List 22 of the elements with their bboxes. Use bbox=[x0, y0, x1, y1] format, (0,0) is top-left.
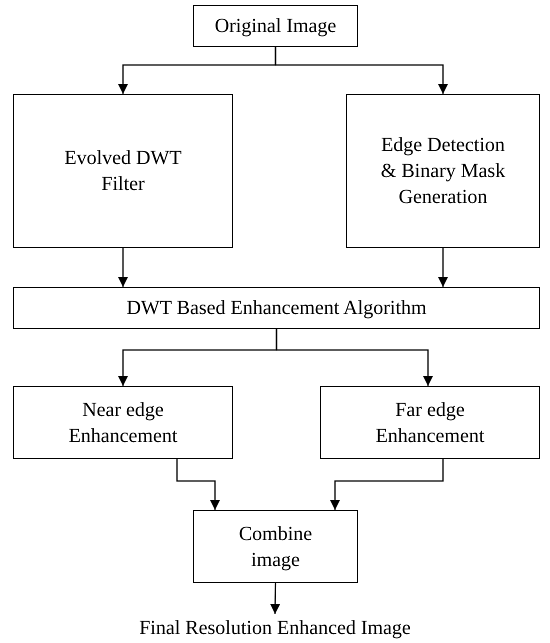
box-label: Edge Detection & Binary Mask Generation bbox=[380, 133, 506, 210]
arrow bbox=[270, 582, 280, 614]
box-label: DWT Based Enhancement Algorithm bbox=[126, 296, 427, 321]
box-label: Near edge Enhancement bbox=[68, 398, 178, 448]
box-label: Combine image bbox=[238, 522, 314, 572]
box-label: Original Image bbox=[214, 14, 336, 39]
output-label: Final Resolution Enhanced Image bbox=[139, 616, 411, 641]
arrow bbox=[438, 248, 448, 287]
arrow bbox=[176, 459, 220, 510]
arrow bbox=[118, 248, 128, 287]
arrow bbox=[330, 459, 444, 510]
process-box bbox=[320, 386, 540, 459]
process-box bbox=[346, 94, 540, 248]
process-box bbox=[13, 94, 233, 248]
process-box bbox=[193, 510, 358, 583]
box-label: Far edge Enhancement bbox=[374, 398, 486, 448]
process-box bbox=[13, 386, 233, 459]
process-box bbox=[13, 287, 540, 329]
arrow bbox=[274, 47, 448, 94]
box-label: Evolved DWT Filter bbox=[63, 146, 183, 197]
process-box bbox=[193, 5, 358, 47]
arrow bbox=[276, 329, 433, 386]
